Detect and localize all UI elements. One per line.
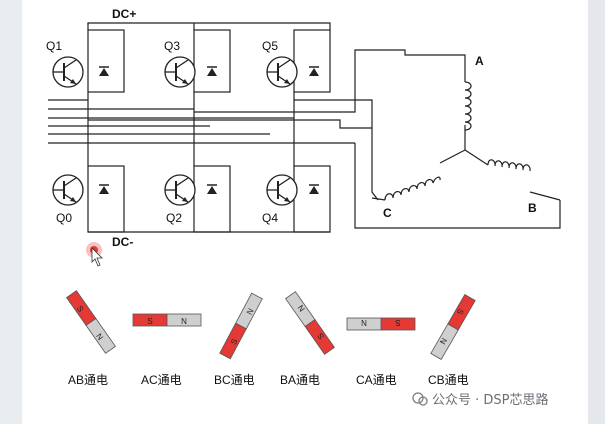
magnet-n-label: N (361, 318, 367, 327)
q2-label: Q2 (166, 211, 182, 225)
q0-label: Q0 (56, 211, 72, 225)
transistor-symbol (164, 174, 196, 206)
transistor-symbol (52, 174, 84, 206)
caption-cb: CB通电 (428, 373, 469, 387)
magnet-n-label: N (181, 317, 187, 326)
diode-symbol (99, 66, 109, 76)
bar-magnet: SN (285, 291, 335, 355)
transistor-symbol (164, 56, 196, 88)
watermark-text: 公众号 · DSP芯思路 (432, 393, 549, 408)
wechat-icon (412, 391, 428, 406)
magnet-s-label: S (455, 307, 465, 316)
magnet-s-label: S (395, 318, 400, 327)
bar-magnet: SN (66, 290, 116, 354)
caption-ca: CA通电 (356, 373, 397, 387)
q1-label: Q1 (46, 39, 62, 53)
magnet-s-label: S (75, 304, 85, 314)
magnet-n-label: N (438, 336, 449, 346)
magnet-n-label: N (296, 303, 307, 313)
motor-windings (384, 81, 531, 201)
rail-bottom-label: DC- (112, 235, 133, 249)
phase-a-label: A (475, 54, 484, 68)
q3-label: Q3 (164, 39, 180, 53)
wiring (48, 22, 561, 233)
diode-symbol (99, 184, 109, 194)
transistor-symbol (266, 174, 298, 206)
transistor-symbol (52, 56, 84, 88)
caption-ab: AB通电 (68, 373, 108, 387)
left-margin (0, 0, 22, 424)
magnet-n-label: N (245, 307, 256, 317)
slide (22, 0, 588, 424)
diode-symbol (207, 66, 217, 76)
caption-ba: BA通电 (280, 373, 320, 387)
magnet-s-label: S (229, 337, 239, 346)
bar-magnet: SN (346, 317, 416, 331)
transistor-group (52, 56, 298, 206)
watermark: 公众号 · DSP芯思路 (412, 389, 549, 408)
caption-bc: BC通电 (214, 373, 255, 387)
diode-symbol (309, 66, 319, 76)
q5-label: Q5 (262, 39, 278, 53)
phase-b-label: B (528, 201, 537, 215)
cursor-indicator (86, 242, 103, 267)
bar-magnet: SN (430, 294, 476, 360)
phase-c-label: C (383, 206, 392, 220)
magnet-n-label: N (94, 332, 105, 342)
caption-ac: AC通电 (141, 373, 182, 387)
right-margin (588, 0, 605, 424)
magnet-s-label: S (316, 331, 326, 341)
magnet-s-label: S (147, 317, 152, 326)
rail-top-label: DC+ (112, 7, 136, 21)
diode-symbol (207, 184, 217, 194)
caption-group: AB通电 AC通电 BC通电 BA通电 CA通电 CB通电 (68, 373, 469, 387)
transistor-symbol (266, 56, 298, 88)
bar-magnet: SN (219, 292, 263, 360)
q4-label: Q4 (262, 211, 278, 225)
diode-group (99, 66, 319, 194)
diode-symbol (309, 184, 319, 194)
